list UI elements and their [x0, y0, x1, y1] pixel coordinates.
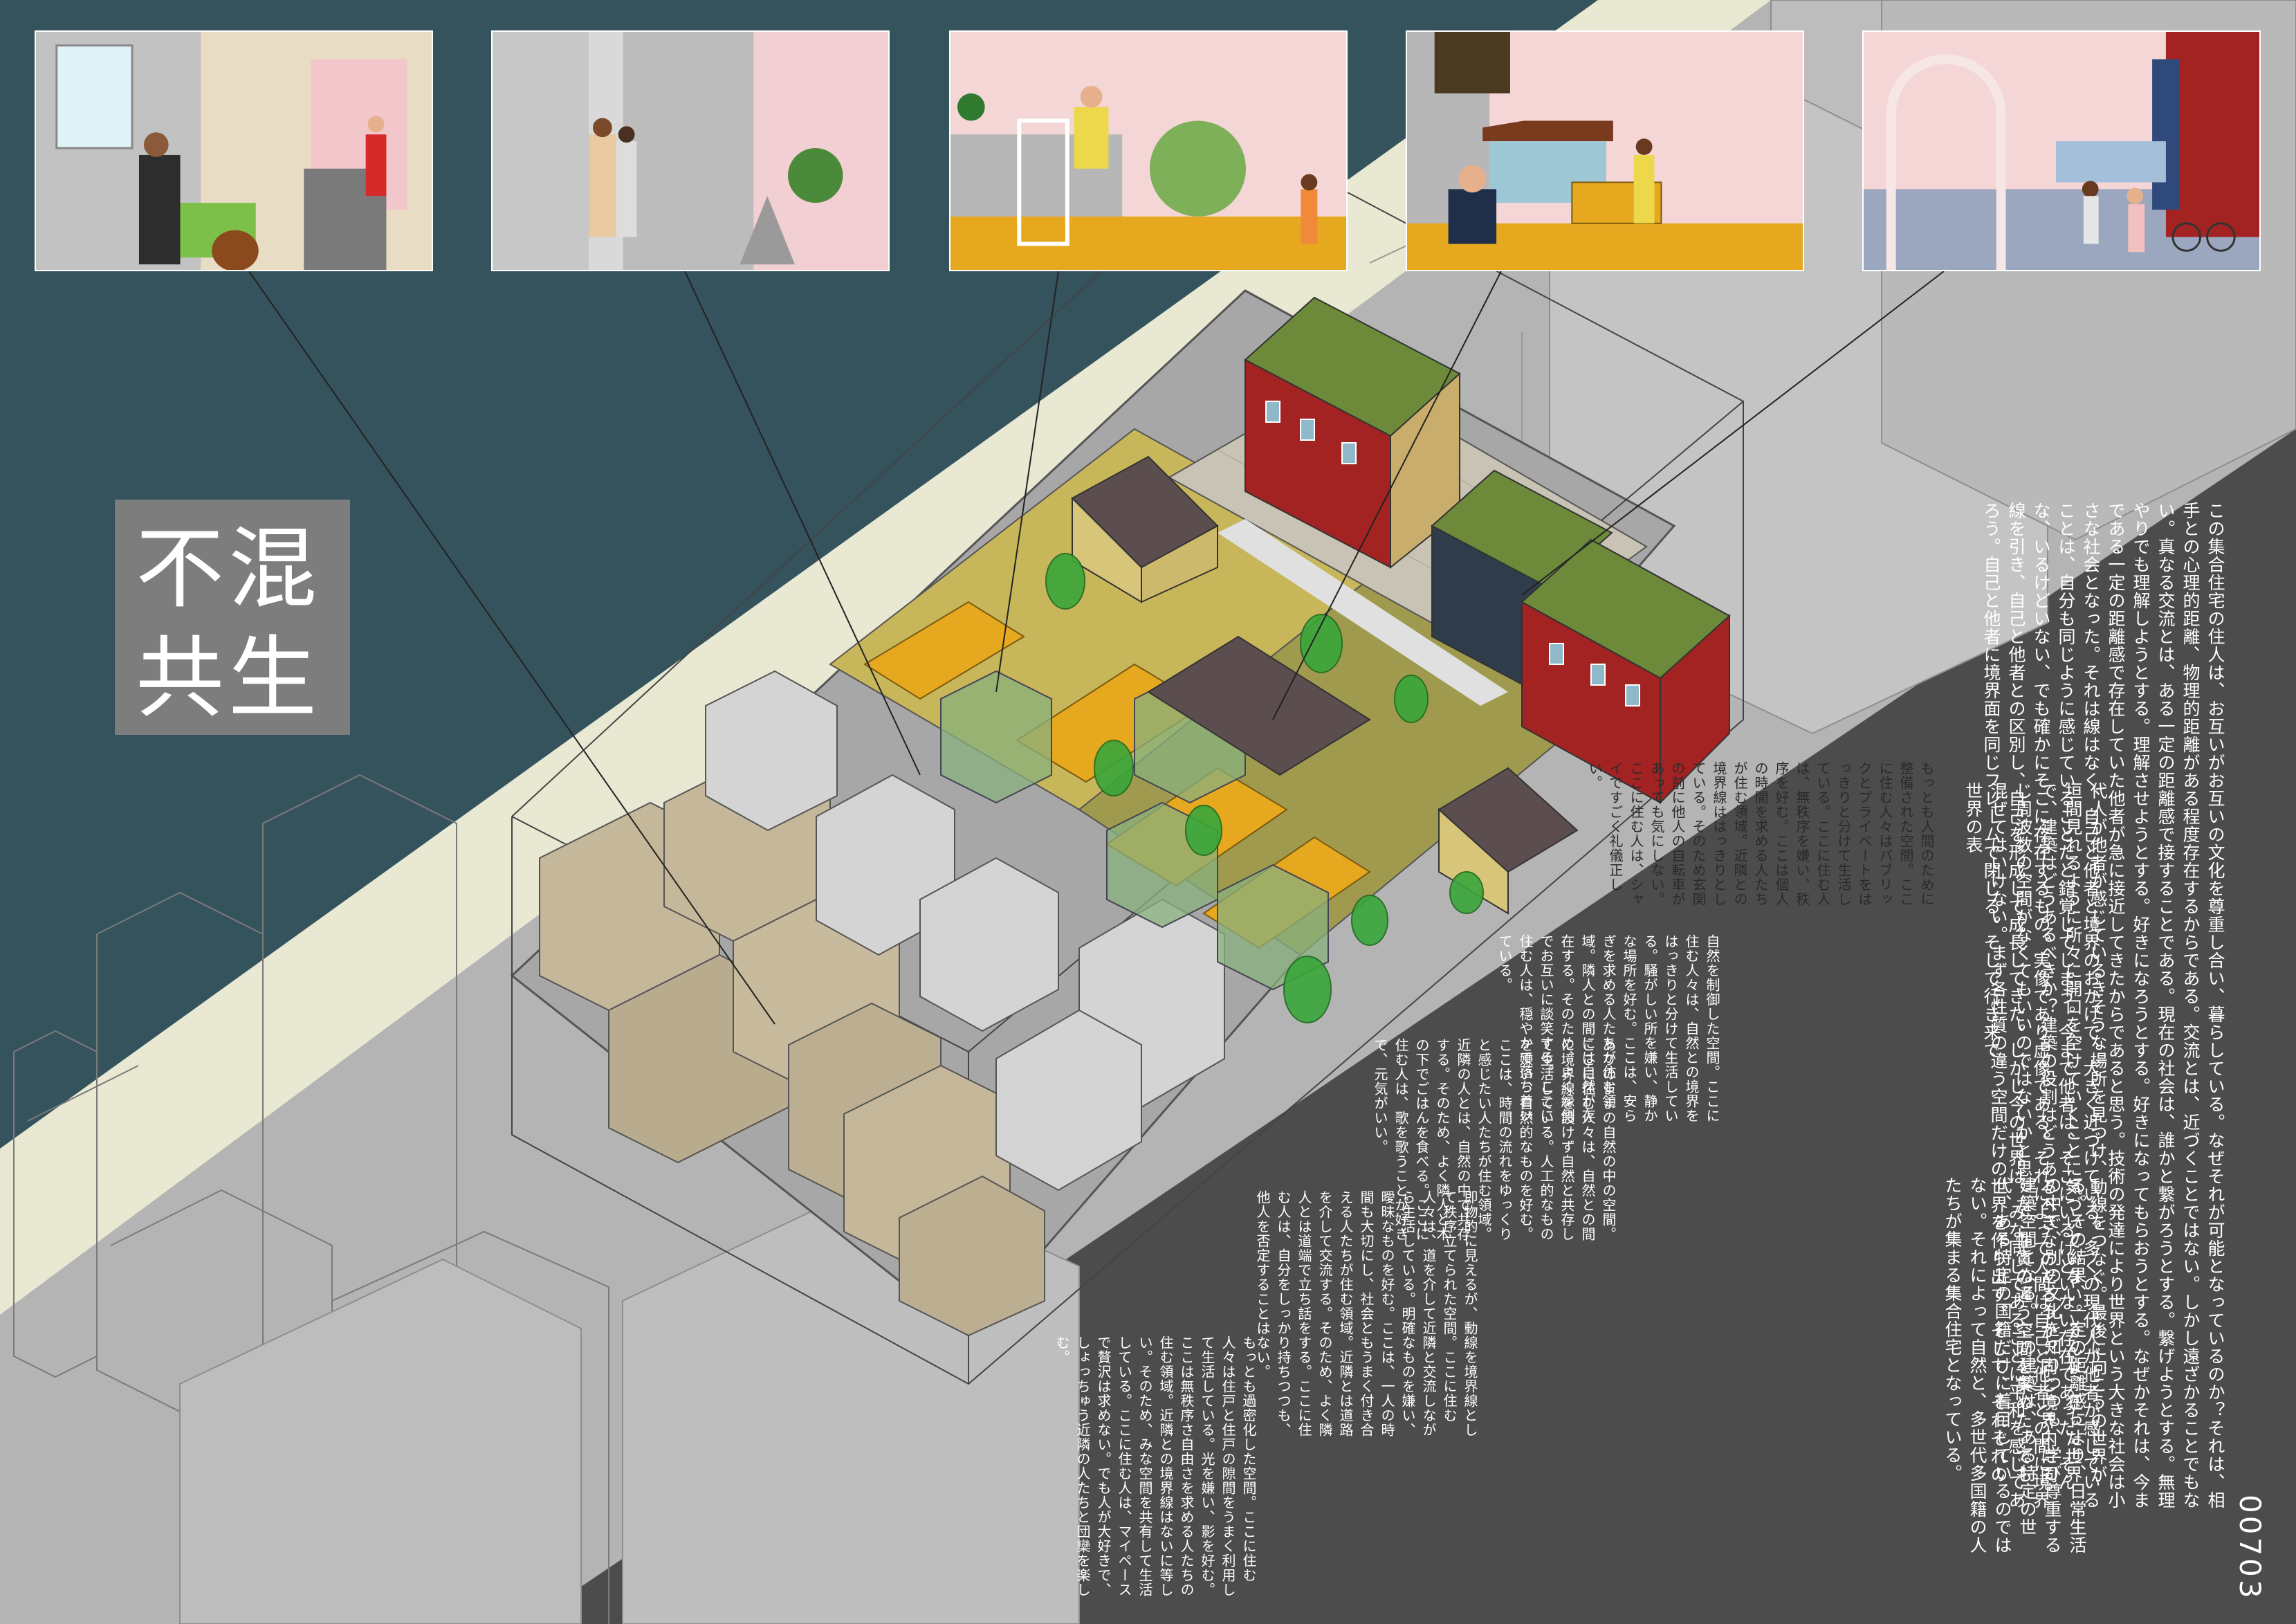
sheet-number: 00703	[2233, 1495, 2267, 1601]
zone-chaos-text: もっとも過密化した空間。ここに住む人々は住戸と住戸の隙間をうまく利用して生活して…	[1054, 1335, 1257, 1597]
concept-text-right: る。その結果、一定の距離感により、日常生活の中で、別の文化を知りつつも、学び尊重…	[1943, 1176, 2087, 1554]
zone-nature1-text: 自然を制御した空間。ここに住む人々は、自然との境界をはっきりと分けて生活している…	[1496, 934, 1720, 1123]
title-line-1: 不混	[136, 518, 322, 621]
panel-family-room	[35, 30, 433, 271]
title-line-2: 共生	[136, 627, 322, 730]
panel-alley-stairs	[491, 30, 890, 271]
intro-text: この集合住宅の住人は、お互いがお互いの文化を尊重し合い、暮らしている。なぜそれが…	[1981, 502, 2225, 1509]
zone-nature2-text: ありのままの自然の中の空間。ここに住む人々は、自然との間に境界線を設けず自然と共…	[1372, 1038, 1617, 1241]
panel-deck-tree	[949, 30, 1348, 271]
panel-pavilion	[1406, 30, 1804, 271]
project-title: 不混 共生	[115, 500, 350, 735]
panel-street-bikes	[1862, 30, 2261, 271]
concept-text-middle: 代人が他者が感じているきそうな場所を見つけ、動線をつなぐ。最後に向こうの世界が垣…	[1963, 782, 2108, 1484]
zone-public-text: もっとも人間のために整備された空間。ここに住む人々はパブリックとプライベートをは…	[1586, 761, 1935, 906]
zone-order-text: 即物的に見えるが、動線を境界線として秩序立てられた空間。ここに住む人々は、道を介…	[1254, 1190, 1478, 1437]
